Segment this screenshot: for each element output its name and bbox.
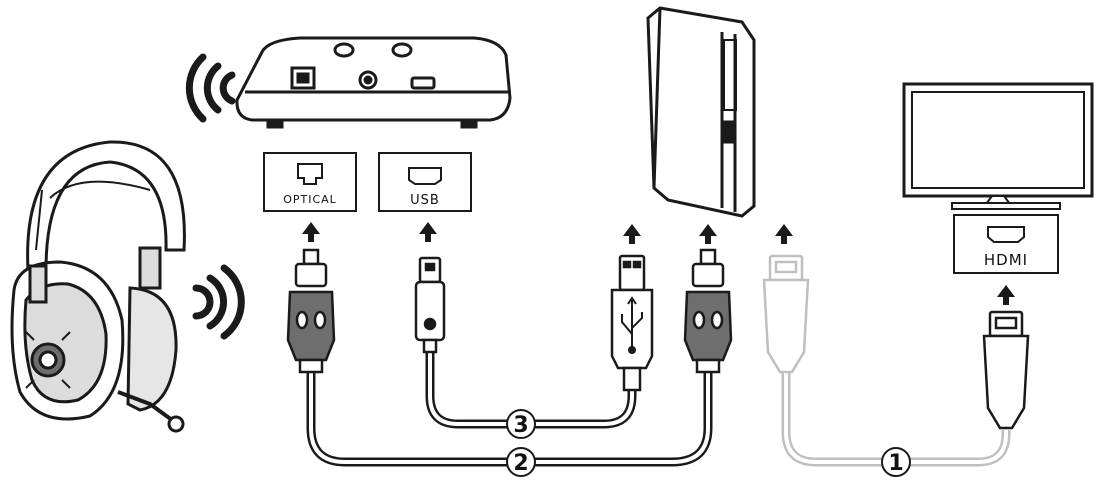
cable-number-2-label: 2 (513, 451, 528, 476)
cable-number-3-label: 3 (513, 413, 528, 438)
wireless-base-station (235, 36, 512, 129)
optical-port-box: OPTICAL (263, 152, 357, 212)
cable-number-1: 1 (881, 447, 911, 477)
game-console (646, 6, 756, 218)
usb-a-plug (610, 254, 654, 392)
arrow-up-icon (419, 222, 437, 242)
usb-trident-icon (621, 296, 643, 354)
hdmi-port-label: HDMI (984, 251, 1028, 269)
arrow-up-icon (699, 224, 717, 244)
wireless-signal-icon (192, 264, 245, 340)
headset (10, 140, 186, 433)
cable-number-2: 2 (506, 447, 536, 477)
hdmi-port-icon (987, 226, 1025, 243)
usb-mini-port-icon (408, 167, 442, 185)
arrow-up-icon (997, 285, 1015, 305)
hdmi-port-box: HDMI (953, 214, 1059, 274)
arrow-up-icon (623, 224, 641, 244)
arrow-up-icon (302, 222, 320, 242)
optical-plug-right (683, 248, 733, 374)
arrow-up-icon (775, 224, 793, 244)
optical-port-icon (297, 163, 323, 185)
wireless-signal-icon (185, 53, 236, 123)
optical-plug-left (286, 248, 336, 374)
hdmi-plug-console (762, 254, 810, 374)
mini-usb-plug (414, 256, 446, 354)
cable-number-1-label: 1 (888, 451, 903, 476)
hdmi-plug-tv (982, 310, 1030, 430)
usb-port-box: USB (378, 152, 472, 212)
cable-number-3: 3 (506, 409, 536, 439)
television (902, 82, 1094, 210)
usb-port-label: USB (410, 193, 440, 208)
optical-port-label: OPTICAL (283, 193, 337, 206)
